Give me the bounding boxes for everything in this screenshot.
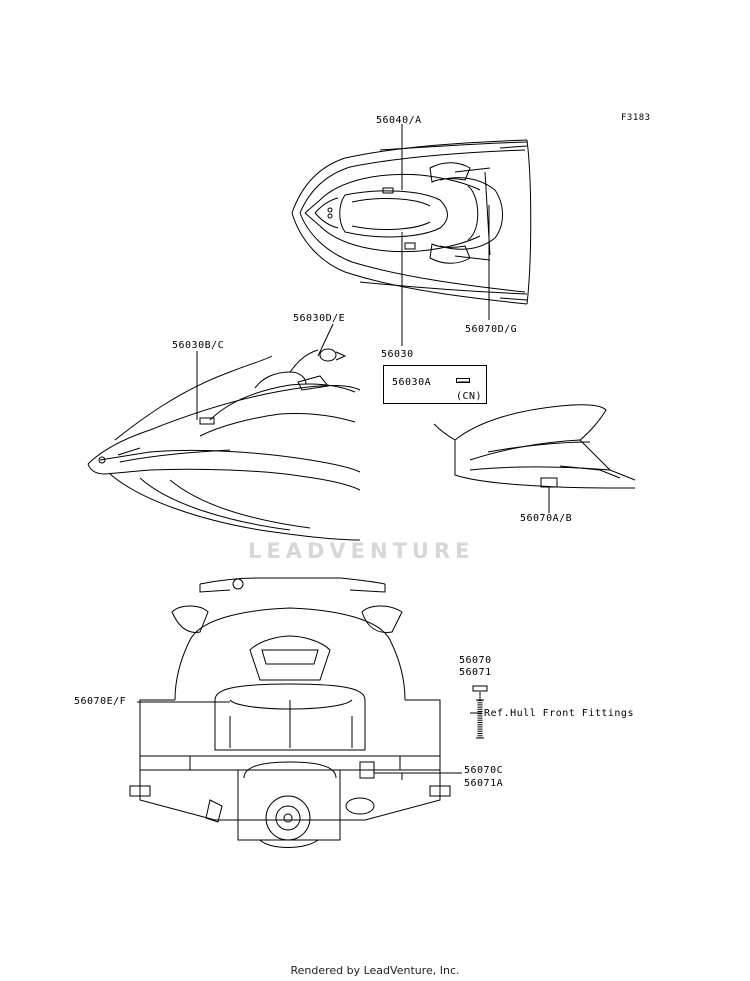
callout-56070-e-f[interactable]: 56070E/F	[74, 696, 127, 707]
callout-ref-hull-front-fittings[interactable]: Ref.Hull Front Fittings	[484, 708, 634, 719]
callout-56030-d-e[interactable]: 56030D/E	[293, 313, 346, 324]
cn-variant-label: (CN)	[456, 391, 483, 402]
callout-56071-a[interactable]: 56071A	[464, 778, 504, 789]
callout-56030-b-c[interactable]: 56030B/C	[172, 340, 225, 351]
callout-56070-d-g[interactable]: 56070D/G	[465, 324, 518, 335]
callout-56030-a[interactable]: 56030A	[392, 377, 432, 388]
cn-variant-box	[383, 365, 487, 404]
render-credit: Rendered by LeadVenture, Inc.	[290, 964, 460, 977]
callout-56070[interactable]: 56070	[459, 655, 492, 666]
front-side-view-illustration	[88, 349, 360, 540]
callout-56070-c[interactable]: 56070C	[464, 765, 504, 776]
callout-56030[interactable]: 56030	[381, 349, 414, 360]
callout-56040-a[interactable]: 56040/A	[376, 115, 422, 126]
decal-swatch-56030a	[456, 378, 470, 383]
figure-id: F3183	[621, 113, 651, 123]
watermark: LEADVENTURE	[248, 539, 475, 563]
top-view-illustration	[292, 140, 531, 304]
callout-56071[interactable]: 56071	[459, 667, 492, 678]
callout-56070-a-b[interactable]: 56070A/B	[520, 513, 573, 524]
rear-side-view-illustration	[434, 405, 635, 488]
rear-view-illustration	[130, 578, 450, 848]
